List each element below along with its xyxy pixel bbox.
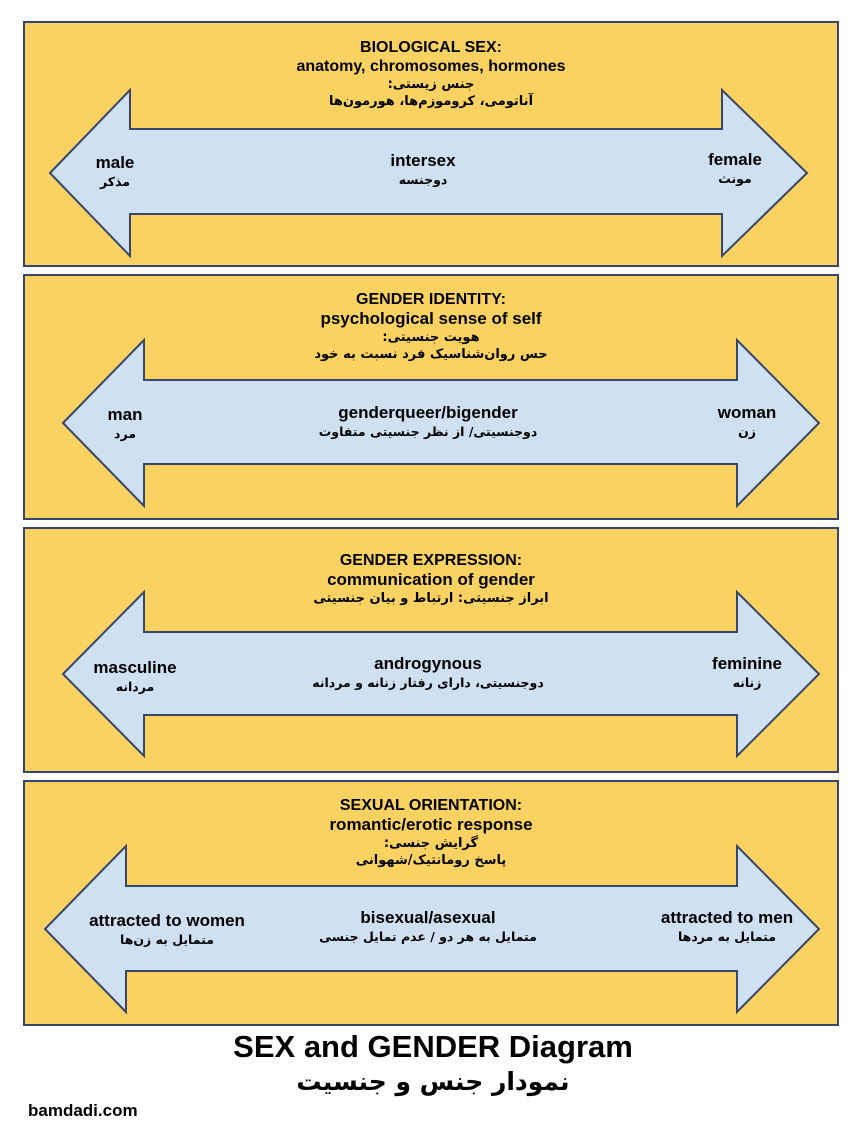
right-label-en: attracted to men (660, 908, 794, 927)
right-label: attracted to men متمایل به مردها (637, 908, 817, 945)
double-arrow-gender-identity (61, 337, 821, 509)
panel-title: BIOLOGICAL SEX: (360, 39, 502, 56)
panel-subtitle: psychological sense of self (320, 309, 542, 328)
left-label: male مذکر (65, 153, 165, 190)
panel-header: BIOLOGICAL SEX: anatomy, chromosomes, ho… (25, 38, 837, 110)
center-label-fa: دوجنسیتی، دارای رفتار زنانه و مردانه (312, 675, 544, 690)
panel-gender-expression: GENDER EXPRESSION: communication of gend… (23, 527, 839, 773)
left-label-en: man (107, 405, 143, 424)
right-label-fa: زنانه (732, 675, 762, 690)
left-label-fa: مردانه (115, 679, 155, 694)
center-label-fa: متمایل به هر دو / عدم تمایل جنسی (319, 929, 537, 944)
panel-title-fa: ابراز جنسیتی: ارتباط و بیان جنسیتی (313, 591, 549, 606)
panel-header: GENDER EXPRESSION: communication of gend… (25, 551, 837, 607)
panel-subtitle: anatomy, chromosomes, hormones (296, 58, 566, 75)
double-arrow-gender-expression (61, 589, 821, 759)
center-label: genderqueer/bigender دوجنسیتی/ از نظر جن… (253, 403, 603, 440)
panel-title: GENDER IDENTITY: (356, 291, 506, 308)
center-label-fa: دوجنسیتی/ از نظر جنسیتی متفاوت (318, 424, 538, 439)
right-label: female مونث (685, 150, 785, 187)
arrow-shape (48, 87, 809, 259)
left-label-en: masculine (93, 658, 177, 677)
panel-subtitle: communication of gender (327, 570, 535, 589)
diagram-title: SEX and GENDER Diagram (233, 1029, 633, 1064)
panel-header: SEXUAL ORIENTATION: romantic/erotic resp… (25, 796, 837, 869)
panel-subtitle-fa: حس روان‌شناسیک فرد نسبت به خود (314, 347, 548, 362)
panel-title: GENDER EXPRESSION: (339, 552, 523, 569)
center-label-fa: دوجنسه (398, 172, 448, 187)
panel-title-fa: گرایش جنسی: (383, 836, 479, 851)
right-label-en: woman (717, 403, 777, 422)
center-label: androgynous دوجنسیتی، دارای رفتار زنانه … (253, 654, 603, 691)
panel-subtitle-fa: پاسخ رومانتیک/شهوانی (355, 853, 507, 868)
left-label-fa: مرد (114, 426, 136, 441)
double-arrow-biological-sex (48, 87, 809, 259)
left-label: masculine مردانه (75, 658, 195, 695)
right-label-en: feminine (712, 654, 782, 673)
center-label-en: bisexual/asexual (360, 908, 496, 927)
center-label: bisexual/asexual متمایل به هر دو / عدم ت… (253, 908, 603, 945)
panel-header: GENDER IDENTITY: psychological sense of … (25, 290, 837, 363)
right-label-fa: متمایل به مردها (677, 929, 777, 944)
arrow-shape (61, 337, 821, 509)
double-arrow-sexual-orientation (43, 843, 821, 1015)
site-credit: bamdadi.com (28, 1101, 138, 1120)
center-label-en: genderqueer/bigender (338, 403, 518, 422)
left-label-fa: مذکر (99, 174, 130, 189)
panel-subtitle: romantic/erotic response (329, 815, 533, 834)
arrow-shape (61, 589, 821, 759)
right-label-fa: زن (738, 424, 756, 439)
panel-gender-identity: GENDER IDENTITY: psychological sense of … (23, 274, 839, 520)
right-label: feminine زنانه (687, 654, 807, 691)
arrow-shape (43, 843, 821, 1015)
left-label: man مرد (75, 405, 175, 442)
panel-sexual-orientation: SEXUAL ORIENTATION: romantic/erotic resp… (23, 780, 839, 1026)
left-label: attracted to women متمایل به زن‌ها (67, 911, 267, 948)
right-label-fa: مونث (718, 171, 752, 186)
panel-subtitle-fa: آناتومی، کروموزم‌ها، هورمون‌ها (328, 94, 534, 109)
left-label-fa: متمایل به زن‌ها (120, 932, 214, 947)
right-label: woman زن (697, 403, 797, 440)
panel-title: SEXUAL ORIENTATION: (339, 797, 523, 814)
left-label-en: male (95, 153, 135, 172)
center-label-en: intersex (390, 151, 456, 170)
center-label: intersex دوجنسه (273, 151, 573, 188)
panel-title-fa: هویت جنسیتی: (382, 330, 480, 345)
panel-biological-sex: BIOLOGICAL SEX: anatomy, chromosomes, ho… (23, 21, 839, 267)
right-label-en: female (708, 150, 762, 169)
center-label-en: androgynous (374, 654, 482, 673)
left-label-en: attracted to women (89, 911, 245, 930)
panel-title-fa: جنس زیستی: (387, 77, 475, 92)
diagram-title-fa: نمودار جنس و جنسیت (296, 1067, 570, 1096)
